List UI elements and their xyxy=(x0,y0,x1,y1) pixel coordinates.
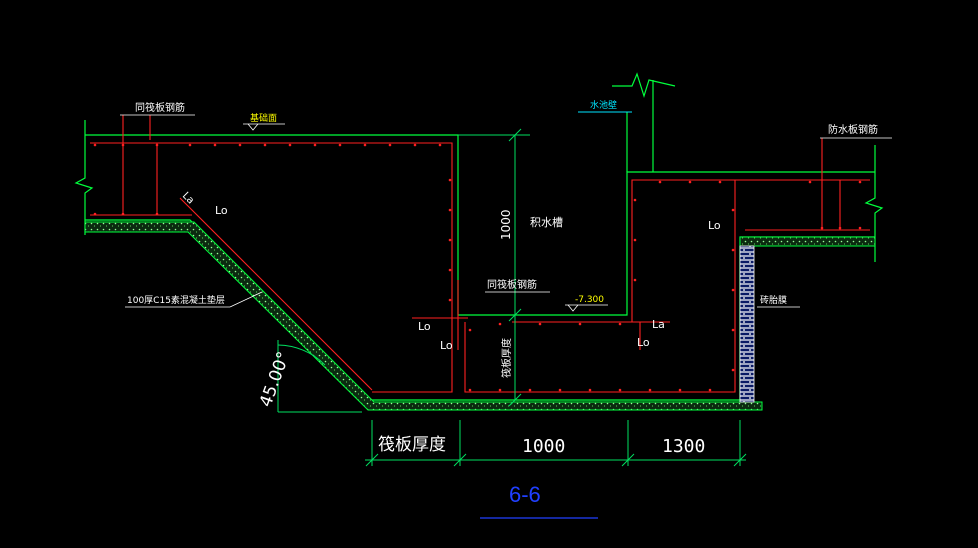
label-raft-thickness-vertical: 筏板厚度 xyxy=(500,338,513,378)
dimension-1300: 1300 xyxy=(662,436,705,457)
label-raft-rebar-mid: 同筏板钢筋 xyxy=(487,278,537,291)
lo-mark-1: La xyxy=(180,190,196,206)
lo-mark-3: Lo xyxy=(418,320,431,333)
cushion-layer xyxy=(84,221,876,411)
label-water-wall: 水池壁 xyxy=(590,99,617,111)
rebar-dots xyxy=(93,143,862,392)
brick-mold-wall xyxy=(739,245,755,403)
section-title: 6-6 xyxy=(509,482,541,507)
dimension-lines xyxy=(277,128,747,467)
label-sump: 积水槽 xyxy=(530,216,563,229)
lo-mark-2: Lo xyxy=(215,204,228,217)
label-brick-mold: 砖胎膜 xyxy=(760,294,787,306)
label-cushion: 100厚C15素混凝土垫层 xyxy=(127,294,225,306)
label-waterproof-rebar: 防水板钢筋 xyxy=(828,123,878,136)
text-labels: 同筏板钢筋 基础面 水池壁 防水板钢筋 积水槽 同筏板钢筋 -7.300 100… xyxy=(127,99,878,507)
lo-mark-4: Lo xyxy=(440,339,453,352)
leaders xyxy=(120,114,892,312)
label-foundation-face: 基础面 xyxy=(250,112,277,124)
lo-mark-7: Lo xyxy=(708,219,721,232)
label-raft-rebar-left: 同筏板钢筋 xyxy=(135,101,185,114)
label-elevation: -7.300 xyxy=(575,295,604,305)
dimension-1000: 1000 xyxy=(522,436,565,457)
lo-mark-6: Lo xyxy=(637,336,650,349)
label-depth-1000: 1000 xyxy=(499,209,513,240)
lo-mark-5: La xyxy=(652,318,665,331)
rebar-lines xyxy=(90,115,870,393)
label-angle: 45.00° xyxy=(256,349,294,410)
dimension-raft-thickness: 筏板厚度 xyxy=(378,435,446,455)
